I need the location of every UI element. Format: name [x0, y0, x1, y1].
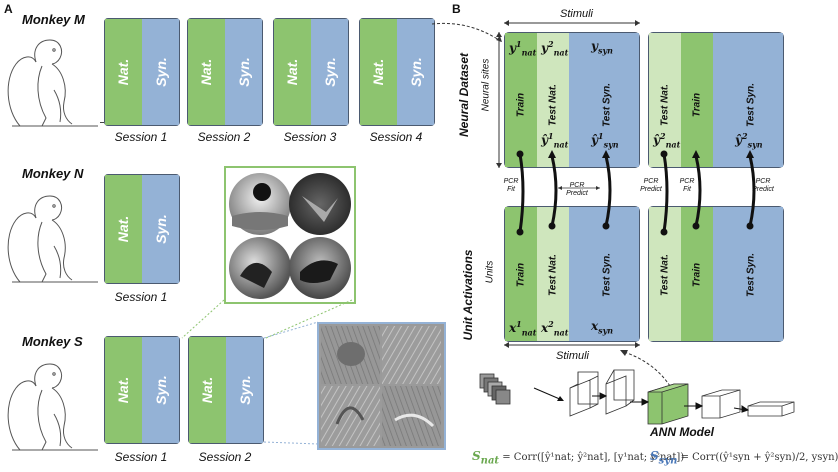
math-y2nat: y2nat [541, 39, 569, 58]
neural-dataset-block-2: Test Nat. Train Test Syn. ŷ2nat ŷ2syn [648, 32, 784, 168]
pcr-fit-label-1: PCR Fit [503, 178, 519, 193]
nat-label: Nat. [199, 376, 215, 404]
monkey-m-session-4-block: Nat. Syn. [359, 18, 435, 126]
pcr-predict-label-1: PCR Predict [566, 182, 588, 197]
s-syn-symbol: Ssyn [650, 449, 678, 467]
monkey-m-drawing [7, 39, 98, 127]
pcr-predict-label-2: PCR Predict [640, 178, 662, 193]
train-label: Train [691, 92, 703, 118]
monkey-n-session-1-label: Session 1 [114, 290, 168, 304]
monkey-m-session-4-label: Session 4 [369, 130, 423, 144]
synthetic-images [321, 326, 441, 446]
panel-letter-a: A [4, 2, 13, 16]
nat-label: Nat. [370, 58, 386, 86]
stimuli-bottom-arrow [504, 342, 640, 348]
math-yhat2nat: ŷ2nat [653, 131, 681, 150]
math-x1nat: x1nat [509, 319, 537, 338]
train-label: Train [515, 262, 527, 288]
neural-sites-arrow [496, 32, 502, 168]
stimuli-bottom-label: Stimuli [556, 350, 590, 362]
pcr-arrows [516, 150, 756, 236]
stimuli-top-label: Stimuli [560, 8, 594, 20]
synthetic-images-connectors [263, 321, 319, 445]
monkey-m-baseline [100, 122, 104, 123]
monkey-s-session-2-label: Session 2 [198, 450, 252, 464]
unit-activations-block-2: Test Nat. Train Test Syn. [648, 206, 784, 342]
monkey-s-label: Monkey S [22, 334, 83, 349]
s-nat-symbol: Snat [472, 449, 500, 467]
test-nat-label: Test Nat. [547, 84, 559, 126]
nat-label: Nat. [115, 376, 131, 404]
test-nat-label: Test Nat. [659, 254, 671, 296]
neural-dataset-block-1: Train Test Nat. Test Syn. y1nat y2nat ys… [504, 32, 640, 168]
monkey-m-session-3-block: Nat. Syn. [273, 18, 349, 126]
monkey-m-label: Monkey M [22, 12, 85, 27]
math-xsyn: xsyn [591, 319, 614, 336]
math-y1nat: y1nat [509, 39, 537, 58]
math-yhat1nat: ŷ1nat [541, 131, 569, 150]
math-yhat2syn: ŷ2syn [735, 131, 763, 150]
monkey-n-drawing [7, 195, 98, 283]
math-ysyn: ysyn [591, 39, 613, 56]
syn-label: Syn. [237, 375, 253, 405]
monkey-s-session-1-block: Nat. Syn. [104, 336, 180, 444]
neural-dataset-label: Neural Dataset [457, 52, 471, 138]
monkey-n-label: Monkey N [22, 166, 84, 181]
monkey-n-session-1-block: Nat. Syn. [104, 174, 180, 284]
monkey-s-drawing [7, 363, 98, 451]
nat-label: Nat. [284, 58, 300, 86]
math-yhat1syn: ŷ1syn [591, 131, 619, 150]
test-nat-label: Test Nat. [659, 84, 671, 126]
math-x2nat: x2nat [541, 319, 569, 338]
monkey-m-session-3-label: Session 3 [283, 130, 337, 144]
ann-to-activations-arrow [620, 350, 671, 387]
train-label: Train [515, 92, 527, 118]
syn-label: Syn. [322, 57, 338, 87]
monkey-m-session-1-label: Session 1 [114, 130, 168, 144]
natural-images [229, 173, 351, 299]
test-syn-label: Test Syn. [745, 82, 757, 128]
panel-letter-b: B [452, 2, 461, 16]
test-syn-label: Test Syn. [601, 82, 613, 128]
natural-images-connectors [181, 299, 353, 339]
s-nat-equation: Snat = Corr([ŷ¹nat; ŷ²nat], [y¹nat; y²na… [472, 449, 685, 467]
stimuli-top-arrow [504, 20, 640, 26]
syn-label: Syn. [408, 57, 424, 87]
nat-label: Nat. [115, 58, 131, 86]
unit-activations-block-1: Train Test Nat. Test Syn. x1nat x2nat xs… [504, 206, 640, 342]
natural-images-panel [224, 166, 356, 304]
monkey-m-session-2-block: Nat. Syn. [187, 18, 263, 126]
neural-sites-label: Neural sites [480, 58, 492, 112]
monkey-s-session-2-block: Nat. Syn. [188, 336, 264, 444]
pcr-fit-label-2: PCR Fit [679, 178, 695, 193]
test-nat-label: Test Nat. [547, 254, 559, 296]
monkey-m-session-2-label: Session 2 [197, 130, 251, 144]
units-label: Units [484, 260, 496, 284]
ann-model-label: ANN Model [650, 425, 714, 439]
monkey-m-session-1-block: Nat. Syn. [104, 18, 180, 126]
syn-label: Syn. [236, 57, 252, 87]
test-syn-label: Test Syn. [601, 252, 613, 298]
nat-label: Nat. [198, 58, 214, 86]
unit-activations-label: Unit Activations [461, 249, 475, 341]
pcr-predict-label-3: PCR Predict [752, 178, 774, 193]
ann-model-diagram [479, 369, 795, 425]
syn-label: Syn. [153, 375, 169, 405]
syn-label: Syn. [153, 57, 169, 87]
train-label: Train [691, 262, 703, 288]
s-syn-equation: Ssyn = Corr((ŷ¹syn + ŷ²syn)/2, ysyn) [650, 449, 838, 467]
syn-label: Syn. [153, 214, 169, 244]
test-syn-label: Test Syn. [745, 252, 757, 298]
nat-label: Nat. [115, 215, 131, 243]
monkey-s-session-1-label: Session 1 [114, 450, 168, 464]
synthetic-images-panel [317, 322, 446, 450]
